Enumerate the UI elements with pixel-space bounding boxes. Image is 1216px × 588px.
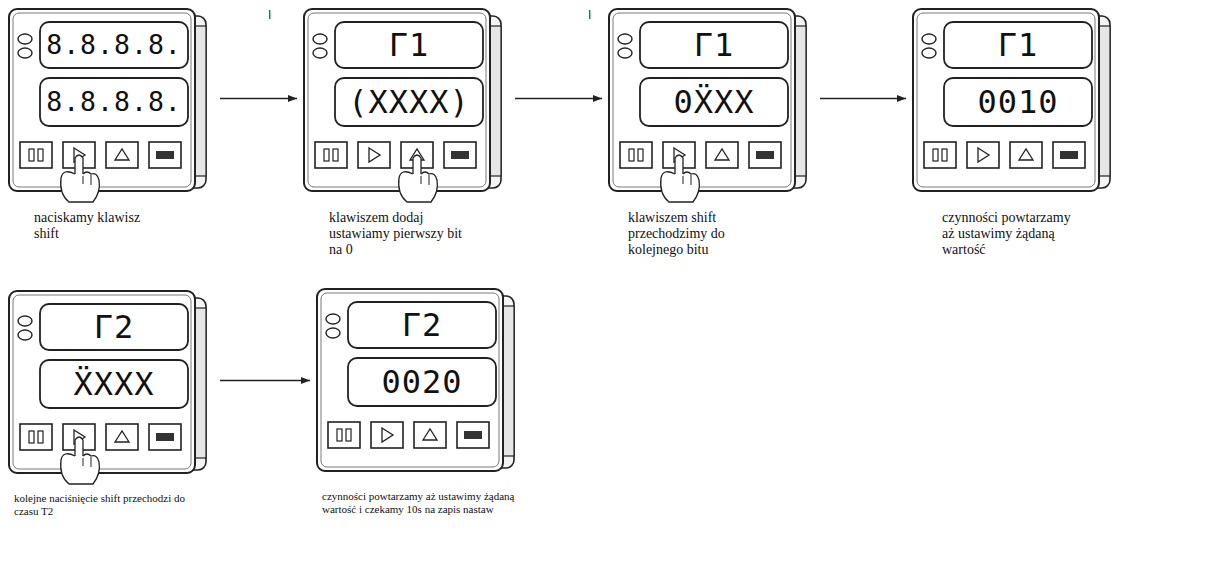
stray-mark: I (268, 8, 271, 22)
step-caption: klawiszem dodaj ustawiamy pierwszy bit n… (329, 210, 469, 258)
controller-device: Г2ẌXXXkolejne naciśnięcie shift przechod… (8, 290, 208, 475)
flow-arrow (220, 380, 310, 381)
pointing-hand (661, 155, 700, 202)
controller-device: 8.8.8.8.8.8.8.8.naciskamy klawisz shift (8, 8, 208, 193)
caption-box: kolejne naciśnięcie shift przechodzi do … (14, 492, 204, 517)
controller-device: Г10010czynności powtarzamy aż ustawimy ż… (912, 8, 1112, 193)
pointing-hand (399, 155, 438, 202)
caption-box: czynności powtarzamy aż ustawimy żądaną … (942, 210, 1082, 258)
display-window: 0020 (348, 360, 496, 404)
pointing-hand (61, 437, 100, 484)
pointing-hand (61, 155, 100, 202)
display-upper: Г1 (389, 29, 430, 61)
display-upper: Г1 (998, 29, 1039, 61)
display-window: 8.8.8.8. (40, 80, 188, 124)
controller-device: Г20020czynności powtarzamy aż ustawimy ż… (316, 288, 516, 473)
display-window: (XXXX) (335, 80, 483, 124)
controller-device: Г10ẌXXklawiszem shift przechodzimy do ko… (608, 8, 808, 193)
display-window: Г1 (944, 23, 1092, 67)
display-window: Г2 (40, 305, 188, 349)
display-lower: 0010 (977, 86, 1058, 118)
display-window: 8.8.8.8. (40, 23, 188, 67)
display-window: Г2 (348, 303, 496, 347)
display-lower: 8.8.8.8. (46, 89, 182, 116)
display-window: Г1 (335, 23, 483, 67)
step-caption: naciskamy klawisz shift (34, 210, 164, 242)
step-caption: czynności powtarzamy aż ustawimy żądaną … (322, 490, 522, 515)
display-upper: Г2 (402, 309, 443, 341)
display-lower: ẌXXX (73, 368, 154, 400)
caption-box: klawiszem dodaj ustawiamy pierwszy bit n… (329, 210, 469, 258)
display-window: ẌXXX (40, 362, 188, 406)
flow-arrow (820, 98, 906, 99)
caption-box: klawiszem shift przechodzimy do kolejneg… (628, 210, 763, 258)
display-window: Г1 (640, 23, 788, 67)
flow-arrow (220, 98, 297, 99)
stray-mark: I (588, 8, 591, 22)
display-window: 0010 (944, 80, 1092, 124)
display-upper: Г2 (94, 311, 135, 343)
display-upper: 8.8.8.8. (46, 32, 182, 59)
controller-device: Г1(XXXX)klawiszem dodaj ustawiamy pierws… (303, 8, 503, 193)
display-window: 0ẌXX (640, 80, 788, 124)
caption-box: naciskamy klawisz shift (34, 210, 164, 242)
step-caption: klawiszem shift przechodzimy do kolejneg… (628, 210, 763, 258)
display-lower: 0020 (381, 366, 462, 398)
flow-arrow (515, 98, 602, 99)
step-caption: kolejne naciśnięcie shift przechodzi do … (14, 492, 204, 517)
display-upper: Г1 (694, 29, 735, 61)
step-caption: czynności powtarzamy aż ustawimy żądaną … (942, 210, 1082, 258)
display-lower: (XXXX) (348, 86, 470, 118)
caption-box: czynności powtarzamy aż ustawimy żądaną … (322, 490, 522, 515)
display-lower: 0ẌXX (673, 86, 754, 118)
